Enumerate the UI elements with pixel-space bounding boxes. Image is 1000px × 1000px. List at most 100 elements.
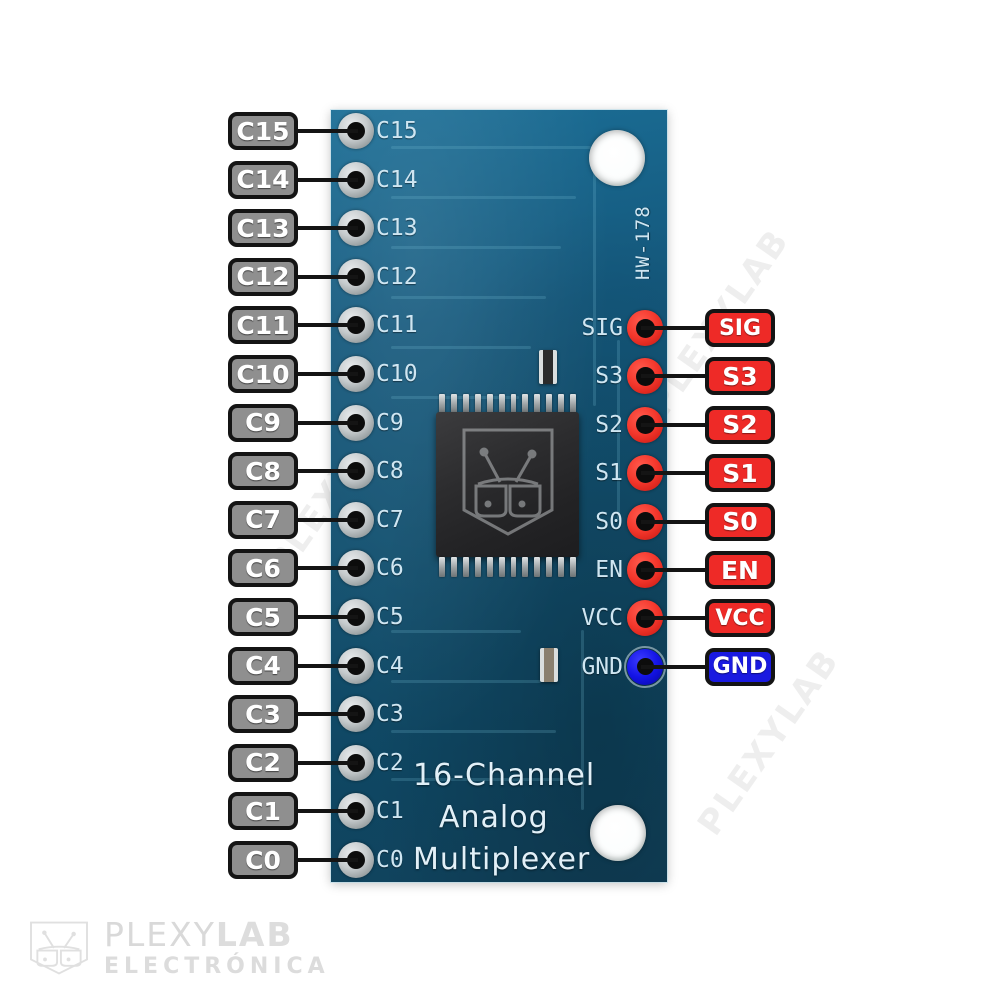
silkscreen-label-c7: C7 (376, 506, 404, 533)
leader-line (296, 372, 358, 376)
silkscreen-label-en: EN (595, 557, 623, 583)
pcb-trace (391, 146, 591, 149)
callout-tag-en[interactable]: EN (705, 551, 775, 589)
pcb-board: HW-178 16-Channel Analog Multiplexer (331, 110, 667, 882)
leader-line (641, 471, 707, 476)
silkscreen-label-c3: C3 (376, 701, 404, 728)
pcb-trace (617, 340, 620, 520)
callout-tag-gnd[interactable]: GND (705, 647, 775, 686)
multiplexer-ic (436, 412, 579, 557)
leader-line (296, 760, 358, 765)
leader-line (641, 374, 707, 379)
brand-text: PLEXYLAB ELECTRÓNICA (104, 918, 330, 978)
leader-line (296, 712, 358, 717)
leader-line (296, 858, 358, 862)
pcb-trace (391, 730, 556, 733)
leader-line (296, 323, 358, 328)
pcb-trace (391, 196, 576, 199)
callout-tag-c0[interactable]: C0 (228, 841, 298, 879)
silkscreen-label-c0: C0 (376, 847, 404, 873)
callout-tag-c15[interactable]: C15 (228, 112, 298, 150)
board-title-line-3: Multiplexer (413, 842, 591, 877)
silkscreen-label-c8: C8 (376, 458, 404, 485)
leader-line (296, 274, 358, 279)
callout-tag-c13[interactable]: C13 (228, 209, 298, 248)
pcb-trace (593, 146, 596, 406)
pcb-trace (581, 630, 584, 810)
pcb-trace (391, 630, 521, 633)
callout-tag-s0[interactable]: S0 (705, 502, 775, 541)
pcb-trace (391, 778, 571, 781)
leader-line (641, 616, 707, 621)
callout-tag-c12[interactable]: C12 (228, 257, 298, 296)
pcb-trace (391, 680, 541, 683)
board-code-text: HW-178 (632, 205, 654, 280)
silkscreen-label-c5: C5 (376, 604, 404, 630)
silkscreen-label-c1: C1 (376, 798, 404, 825)
leader-line (296, 615, 358, 619)
callout-tag-s2[interactable]: S2 (705, 405, 775, 444)
chip-pins-top (439, 394, 577, 414)
leader-line (296, 517, 358, 522)
pcb-trace (391, 246, 561, 249)
chip-pins-bottom (439, 557, 577, 577)
callout-tag-c2[interactable]: C2 (228, 743, 298, 782)
leader-line (296, 663, 358, 668)
silkscreen-label-gnd: GND (581, 653, 623, 680)
plexylab-chip-logo-icon (462, 428, 554, 536)
mounting-hole-top (589, 130, 645, 186)
leader-line (296, 420, 358, 425)
silkscreen-label-s0: S0 (595, 508, 623, 535)
callout-tag-vcc[interactable]: VCC (705, 599, 775, 638)
silkscreen-label-sig: SIG (581, 315, 623, 341)
pcb-trace (391, 346, 531, 349)
silkscreen-label-s3: S3 (595, 363, 623, 390)
leader-line (296, 566, 358, 571)
leader-line (296, 469, 358, 474)
silkscreen-label-c11: C11 (376, 312, 418, 339)
silkscreen-label-c6: C6 (376, 555, 404, 582)
smd-component-top (539, 350, 557, 384)
silkscreen-label-c12: C12 (376, 263, 418, 290)
leader-line (296, 177, 358, 182)
leader-line (296, 809, 358, 814)
callout-tag-sig[interactable]: SIG (705, 309, 775, 347)
callout-tag-c10[interactable]: C10 (228, 355, 298, 393)
callout-tag-c1[interactable]: C1 (228, 792, 298, 831)
leader-line (641, 664, 707, 669)
silkscreen-label-c4: C4 (376, 652, 404, 679)
pcb-trace (391, 296, 546, 299)
board-title-line-2: Analog (439, 800, 549, 835)
brand-name-light: PLEXY (104, 915, 216, 954)
callout-tag-c8[interactable]: C8 (228, 452, 298, 491)
silkscreen-label-s1: S1 (595, 460, 623, 487)
silkscreen-label-c9: C9 (376, 409, 404, 436)
silkscreen-label-c13: C13 (376, 215, 418, 242)
silkscreen-label-c15: C15 (376, 118, 418, 144)
leader-line (641, 519, 707, 524)
plexylab-glasses-icon (30, 921, 88, 975)
callout-tag-c3[interactable]: C3 (228, 695, 298, 734)
brand-name: PLEXYLAB (104, 918, 330, 951)
brand-name-bold: LAB (215, 915, 294, 954)
silkscreen-label-c2: C2 (376, 749, 404, 776)
callout-tag-c7[interactable]: C7 (228, 500, 298, 539)
leader-line (641, 326, 707, 330)
silkscreen-label-s2: S2 (595, 411, 623, 438)
callout-tag-s3[interactable]: S3 (705, 357, 775, 396)
callout-tag-c6[interactable]: C6 (228, 549, 298, 588)
leader-line (296, 226, 358, 231)
callout-tag-s1[interactable]: S1 (705, 454, 775, 493)
callout-tag-c14[interactable]: C14 (228, 160, 298, 199)
brand-subtitle: ELECTRÓNICA (104, 954, 330, 979)
callout-tag-c5[interactable]: C5 (228, 598, 298, 636)
brand-logo: PLEXYLAB ELECTRÓNICA (28, 918, 330, 978)
silkscreen-label-vcc: VCC (581, 605, 623, 632)
callout-tag-c9[interactable]: C9 (228, 403, 298, 442)
callout-tag-c11[interactable]: C11 (228, 306, 298, 345)
mounting-hole-bottom (590, 805, 646, 861)
leader-line (641, 422, 707, 427)
callout-tag-c4[interactable]: C4 (228, 646, 298, 685)
board-title-line-1: 16-Channel (413, 758, 596, 793)
